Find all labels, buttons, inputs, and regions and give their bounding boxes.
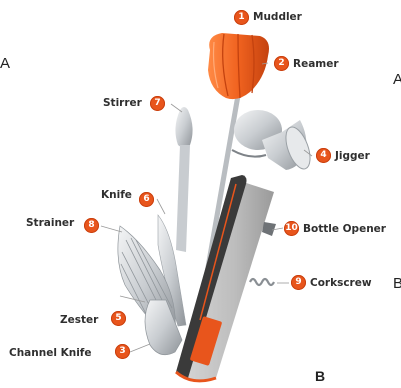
part-number-badge: 3 [115, 344, 130, 359]
part-label-reamer: Reamer [293, 57, 339, 71]
part-label-jigger: Jigger [335, 149, 370, 163]
part-number-badge: 9 [291, 275, 306, 290]
panel-letter-right: A [393, 72, 401, 88]
panel-letter-bottom: B [315, 368, 325, 384]
corkscrew-coil [250, 279, 274, 285]
part-label-knife: Knife [101, 188, 132, 202]
stirrer-arm [175, 107, 192, 252]
tool-body [176, 175, 274, 381]
part-number-badge: 8 [84, 218, 99, 233]
part-label-stirrer: Stirrer [103, 96, 142, 110]
part-number-badge: 1 [234, 10, 249, 25]
part-label-corkscrew: Corkscrew [310, 276, 372, 290]
part-label-bottle-opener: Bottle Opener [303, 222, 386, 236]
part-number-badge: 5 [111, 311, 126, 326]
part-label-channel-knife: Channel Knife [9, 346, 92, 360]
panel-letter-right-lower: B [393, 276, 401, 292]
bottle-opener-notch [262, 222, 276, 236]
part-label-zester: Zester [60, 313, 98, 327]
part-label-muddler: Muddler [253, 10, 302, 24]
jigger-cup [232, 110, 315, 172]
muddler-reamer-head [208, 33, 269, 99]
part-number-badge: 4 [316, 148, 331, 163]
part-number-badge: 7 [150, 96, 165, 111]
panel-letter-left: A [0, 56, 10, 72]
part-number-badge: 6 [139, 192, 154, 207]
part-label-strainer: Strainer [26, 216, 74, 230]
part-number-badge: 2 [274, 56, 289, 71]
part-number-badge: 10 [284, 221, 299, 236]
